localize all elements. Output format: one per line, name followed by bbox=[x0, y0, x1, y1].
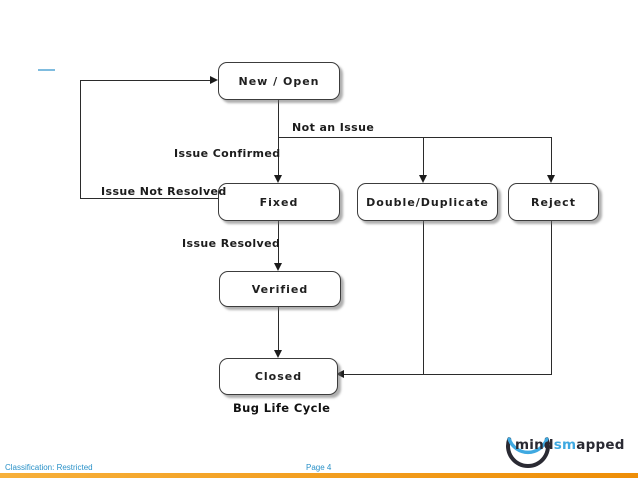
arrowhead-into-new-open bbox=[210, 76, 218, 84]
edge-label-issue-confirmed: Issue Confirmed bbox=[174, 147, 281, 160]
logo-circle-icon bbox=[506, 437, 550, 468]
logo-part-mind: mind bbox=[515, 437, 554, 453]
edge-loop-vertical bbox=[80, 80, 81, 199]
node-fixed-label: Fixed bbox=[259, 195, 299, 209]
edge-not-an-issue-branch bbox=[278, 137, 551, 138]
arrowhead-into-fixed bbox=[274, 175, 282, 183]
node-verified: Verified bbox=[219, 271, 341, 307]
node-double-duplicate-label: Double/Duplicate bbox=[366, 195, 489, 209]
node-new-open: New / Open bbox=[218, 62, 340, 100]
edge-label-issue-not-resolved: Issue Not Resolved bbox=[101, 185, 227, 198]
edge-fixed-to-verified bbox=[278, 219, 279, 263]
node-new-open-label: New / Open bbox=[238, 74, 320, 88]
edge-reject-to-closed bbox=[551, 219, 552, 375]
edge-fixed-loop-back bbox=[80, 198, 218, 199]
node-closed-label: Closed bbox=[254, 370, 303, 383]
node-closed: Closed bbox=[219, 358, 338, 395]
diagram-title: Bug Life Cycle bbox=[233, 401, 331, 415]
edge-branch-to-duplicate bbox=[423, 137, 424, 175]
logo-part-sm: sm bbox=[553, 437, 577, 453]
edge-label-not-an-issue: Not an Issue bbox=[292, 121, 375, 134]
arrowhead-into-closed-top bbox=[274, 350, 282, 358]
node-fixed: Fixed bbox=[218, 183, 340, 221]
edge-loop-to-newopen bbox=[80, 80, 211, 81]
node-reject-label: Reject bbox=[531, 195, 576, 209]
logo-wordmark: mindsmapped bbox=[515, 437, 625, 453]
arrowhead-into-closed-right bbox=[336, 370, 344, 378]
edge-verified-to-closed bbox=[278, 305, 279, 350]
arrowhead-into-reject bbox=[547, 175, 555, 183]
edge-duplicate-to-closed bbox=[423, 219, 424, 375]
edge-branch-to-reject bbox=[551, 137, 552, 175]
edge-label-issue-resolved: Issue Resolved bbox=[182, 237, 281, 250]
arrowhead-into-verified bbox=[274, 263, 282, 271]
arrowhead-into-duplicate bbox=[419, 175, 427, 183]
logo-part-apped: apped bbox=[576, 437, 625, 453]
node-double-duplicate: Double/Duplicate bbox=[357, 183, 498, 221]
footer-accent-bar bbox=[0, 473, 638, 478]
edge-newopen-to-fixed bbox=[278, 98, 279, 175]
mindsmapped-logo: mindsmapped bbox=[504, 421, 638, 473]
node-reject: Reject bbox=[508, 183, 599, 221]
classification-label: Classification: Restricted bbox=[5, 463, 93, 472]
page-number: Page 4 bbox=[306, 463, 332, 472]
edge-into-closed-horizontal bbox=[344, 374, 552, 375]
blue-dash-mark bbox=[38, 69, 55, 71]
node-verified-label: Verified bbox=[251, 282, 309, 296]
